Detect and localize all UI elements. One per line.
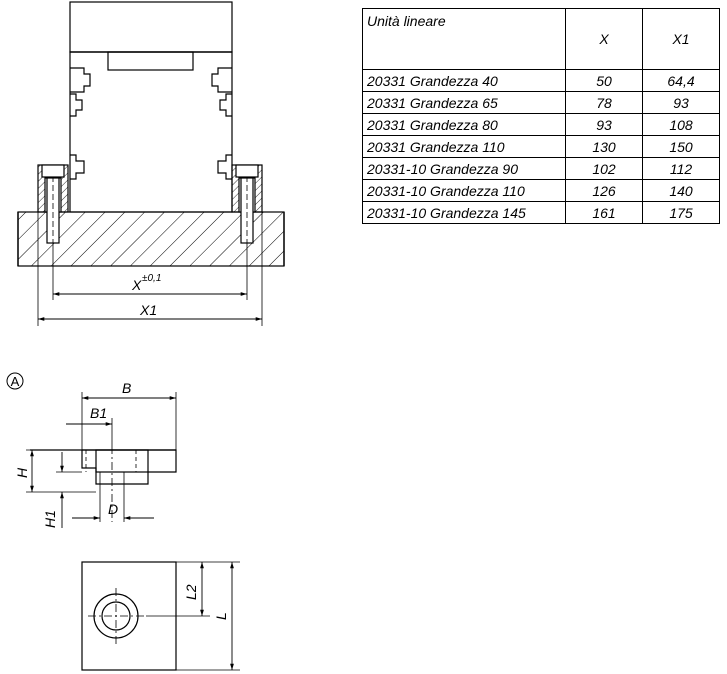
cell-x1: 64,4 bbox=[642, 69, 720, 92]
header-x: X bbox=[565, 8, 643, 70]
detail-side-view bbox=[26, 392, 177, 528]
dim-x-label: X bbox=[131, 277, 142, 293]
cell-x1: 108 bbox=[642, 113, 720, 136]
dim-x-tolerance: ±0,1 bbox=[142, 273, 161, 284]
table-row: 20331-10 Grandezza 145 161 175 bbox=[362, 201, 720, 224]
dim-h-label: H bbox=[14, 467, 30, 478]
dim-b-label: B bbox=[122, 380, 131, 396]
dim-l2-label: L2 bbox=[183, 584, 199, 600]
cell-x: 93 bbox=[565, 113, 643, 136]
cell-x1: 93 bbox=[642, 91, 720, 114]
dim-x1-label: X1 bbox=[139, 302, 157, 318]
t-slot-right-3 bbox=[217, 154, 232, 180]
cell-unit: 20331-10 Grandezza 145 bbox=[362, 201, 566, 224]
cell-x1: 140 bbox=[642, 179, 720, 202]
t-slot-right-2 bbox=[219, 93, 232, 117]
cell-x: 130 bbox=[565, 135, 643, 158]
dim-l-label: L bbox=[213, 612, 229, 620]
clamp-profile bbox=[30, 449, 177, 485]
cell-x1: 150 bbox=[642, 135, 720, 158]
dim-h1-label: H1 bbox=[42, 510, 58, 528]
detail-marker: A bbox=[6, 372, 24, 390]
assembly-view bbox=[17, 1, 285, 326]
t-slot-right-1 bbox=[211, 67, 232, 93]
cell-unit: 20331 Grandezza 80 bbox=[362, 113, 566, 136]
cell-unit: 20331 Grandezza 65 bbox=[362, 91, 566, 114]
table-row: 20331 Grandezza 110 130 150 bbox=[362, 135, 720, 158]
cell-x: 102 bbox=[565, 157, 643, 180]
dimension-table: Unità lineare X X1 20331 Grandezza 40 50… bbox=[362, 8, 720, 224]
carriage-slot bbox=[107, 51, 194, 71]
table-row: 20331-10 Grandezza 110 126 140 bbox=[362, 179, 720, 202]
t-slot-left-1 bbox=[70, 67, 91, 93]
dim-b1-label: B1 bbox=[90, 405, 107, 421]
header-x1: X1 bbox=[642, 8, 720, 70]
table-row: 20331 Grandezza 80 93 108 bbox=[362, 113, 720, 136]
table-row: 20331 Grandezza 65 78 93 bbox=[362, 91, 720, 114]
table-row: 20331 Grandezza 40 50 64,4 bbox=[362, 69, 720, 92]
cell-unit: 20331-10 Grandezza 90 bbox=[362, 157, 566, 180]
table-row: 20331-10 Grandezza 90 102 112 bbox=[362, 157, 720, 180]
cell-x: 126 bbox=[565, 179, 643, 202]
base-plate bbox=[17, 211, 285, 267]
table-header-row: Unità lineare X X1 bbox=[362, 8, 720, 70]
cell-unit: 20331 Grandezza 110 bbox=[362, 135, 566, 158]
profile-body bbox=[69, 51, 233, 213]
cell-x1: 112 bbox=[642, 157, 720, 180]
cell-x: 78 bbox=[565, 91, 643, 114]
cell-x: 161 bbox=[565, 201, 643, 224]
cell-unit: 20331-10 Grandezza 110 bbox=[362, 179, 566, 202]
carriage-block bbox=[69, 1, 233, 53]
cell-x1: 175 bbox=[642, 201, 720, 224]
t-slot-left-3 bbox=[70, 154, 85, 180]
detail-top-view bbox=[81, 561, 240, 671]
dim-d-label: D bbox=[108, 501, 118, 517]
bore-circle bbox=[101, 601, 131, 631]
cell-x: 50 bbox=[565, 69, 643, 92]
cell-unit: 20331 Grandezza 40 bbox=[362, 69, 566, 92]
svg-text:A: A bbox=[11, 374, 20, 389]
t-slot-left-2 bbox=[70, 93, 83, 117]
header-linear-unit: Unità lineare bbox=[362, 8, 566, 70]
